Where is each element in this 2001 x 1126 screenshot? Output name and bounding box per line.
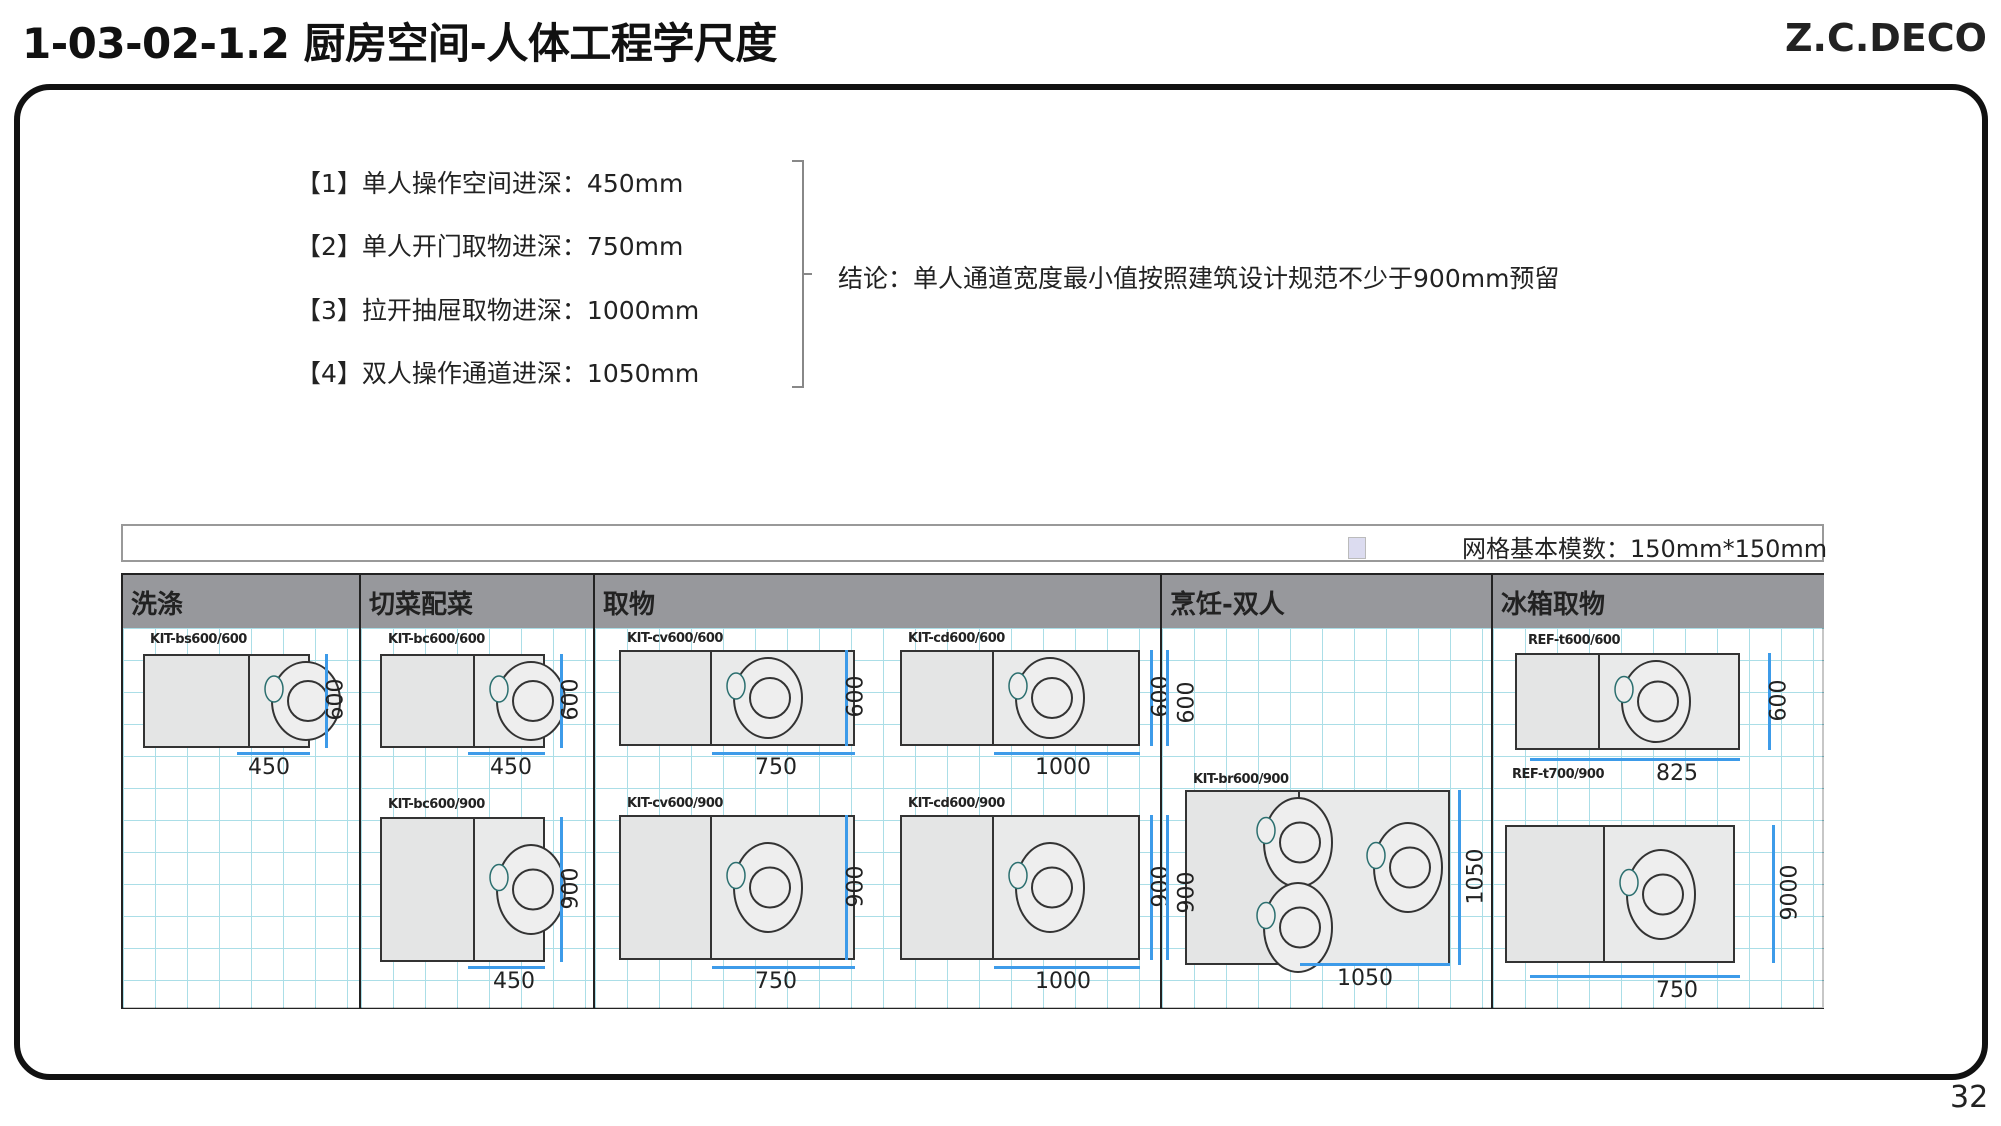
cabinet [1505, 825, 1605, 963]
diagram-code: KIT-br600/900 [1193, 772, 1289, 787]
diagram-code: KIT-bs600/600 [150, 632, 247, 647]
page-title: 1-03-02-1.2 厨房空间-人体工程学尺度 [22, 19, 777, 68]
person-figure-icon [1614, 660, 1691, 743]
width-dimension: 750 [1656, 978, 1698, 1003]
width-dimension: 450 [490, 755, 532, 780]
cabinet [143, 654, 250, 748]
diagram-code: KIT-cv600/900 [627, 796, 723, 811]
width-dimension: 750 [755, 755, 797, 780]
width-dimension: 1000 [1035, 969, 1091, 994]
width-dimension: 1000 [1035, 755, 1091, 780]
cabinet [1515, 653, 1600, 750]
depth-arrow [1768, 653, 1771, 750]
column-divider [1491, 573, 1493, 1009]
width-dimension: 750 [755, 969, 797, 994]
depth-dimension: 600 [843, 675, 869, 718]
cabinet [380, 817, 475, 962]
diagram-code: KIT-bc600/600 [388, 632, 485, 647]
depth-arrow [845, 650, 848, 746]
side-depth-dimension: 600 [1174, 681, 1200, 724]
grid-legend-swatch [1348, 537, 1366, 559]
width-arrow [994, 966, 1140, 969]
width-arrow [237, 752, 310, 755]
depth-arrow [1458, 790, 1461, 965]
width-arrow [1530, 758, 1740, 761]
cabinet [900, 650, 994, 746]
cabinet [619, 650, 712, 746]
width-arrow [994, 752, 1140, 755]
diagram-code: KIT-cd600/900 [908, 796, 1005, 811]
brand-logo: Z.C.DECO [1784, 16, 1987, 60]
person-figure-icon [489, 661, 566, 741]
column-divider [593, 573, 595, 1009]
width-arrow [468, 966, 545, 969]
person-figure-icon [726, 657, 803, 739]
width-arrow [468, 752, 545, 755]
person-figure-icon [1619, 848, 1696, 940]
depth-dimension: 900 [1148, 865, 1174, 907]
width-arrow [712, 966, 855, 969]
section-header-cooking: 烹饪-双人 [1162, 575, 1491, 628]
requirement-item-1: 【1】单人操作空间进深：450mm [296, 169, 684, 198]
depth-arrow [1150, 650, 1153, 746]
width-dimension: 450 [248, 755, 290, 780]
side-depth-arrow [1166, 650, 1169, 746]
cabinet [380, 654, 475, 748]
cabinet [619, 815, 712, 960]
depth-arrow [560, 817, 563, 962]
diagram-code: KIT-cd600/600 [908, 631, 1005, 646]
width-dimension: 825 [1656, 761, 1698, 786]
width-dimension: 1050 [1337, 966, 1393, 991]
depth-dimension: 1050 [1463, 848, 1489, 904]
width-arrow [1300, 963, 1450, 966]
person-figure-icon [489, 844, 566, 935]
conclusion-text: 结论：单人通道宽度最小值按照建筑设计规范不少于900mm预留 [838, 264, 1560, 293]
grid-legend-text: 网格基本模数：150mm*150mm [1462, 535, 1828, 563]
depth-dimension: 600 [558, 678, 584, 721]
diagram-code: KIT-bc600/900 [388, 797, 485, 812]
depth-arrow [1150, 815, 1153, 960]
requirement-item-3: 【3】拉开抽屉取物进深：1000mm [296, 296, 700, 325]
depth-arrow [1772, 825, 1775, 963]
section-header-prep: 切菜配菜 [361, 575, 593, 628]
depth-dimension: 900 [558, 867, 584, 909]
cabinet [900, 815, 994, 960]
person-figure-icon [1256, 797, 1333, 888]
diagram-code: REF-t600/600 [1528, 633, 1621, 648]
diagram-code: REF-t700/900 [1512, 767, 1605, 782]
person-figure-icon [726, 842, 803, 933]
legend-bar [121, 524, 1824, 562]
width-dimension: 450 [493, 969, 535, 994]
depth-dimension: 600 [323, 678, 349, 721]
person-figure-icon [1366, 822, 1443, 913]
content-frame [14, 84, 1988, 1080]
section-header-fridge: 冰箱取物 [1493, 575, 1824, 628]
diagram-code: KIT-cv600/600 [627, 631, 723, 646]
bracket-tick [804, 273, 812, 275]
depth-dimension: 900 [843, 865, 869, 907]
depth-dimension: 600 [1148, 675, 1174, 718]
depth-arrow [845, 815, 848, 960]
width-arrow [1530, 975, 1740, 978]
side-depth-arrow [1166, 815, 1169, 960]
side-depth-dimension: 900 [1174, 871, 1200, 914]
section-header-retrieve: 取物 [595, 575, 1160, 628]
requirement-item-4: 【4】双人操作通道进深：1050mm [296, 359, 700, 388]
bracket [792, 160, 804, 388]
person-figure-icon [1008, 657, 1085, 739]
person-figure-icon [1256, 882, 1333, 973]
section-header-washing: 洗涤 [123, 575, 359, 628]
page-number: 32 [1950, 1080, 1989, 1115]
depth-dimension: 9000 [1777, 864, 1803, 921]
column-divider [1160, 573, 1162, 1009]
requirement-item-2: 【2】单人开门取物进深：750mm [296, 232, 684, 261]
depth-dimension: 600 [1766, 679, 1792, 721]
person-figure-icon [1008, 842, 1085, 933]
depth-arrow [325, 654, 328, 748]
column-divider [359, 573, 361, 1009]
person-figure-icon [264, 661, 341, 741]
depth-arrow [560, 654, 563, 748]
width-arrow [712, 752, 855, 755]
